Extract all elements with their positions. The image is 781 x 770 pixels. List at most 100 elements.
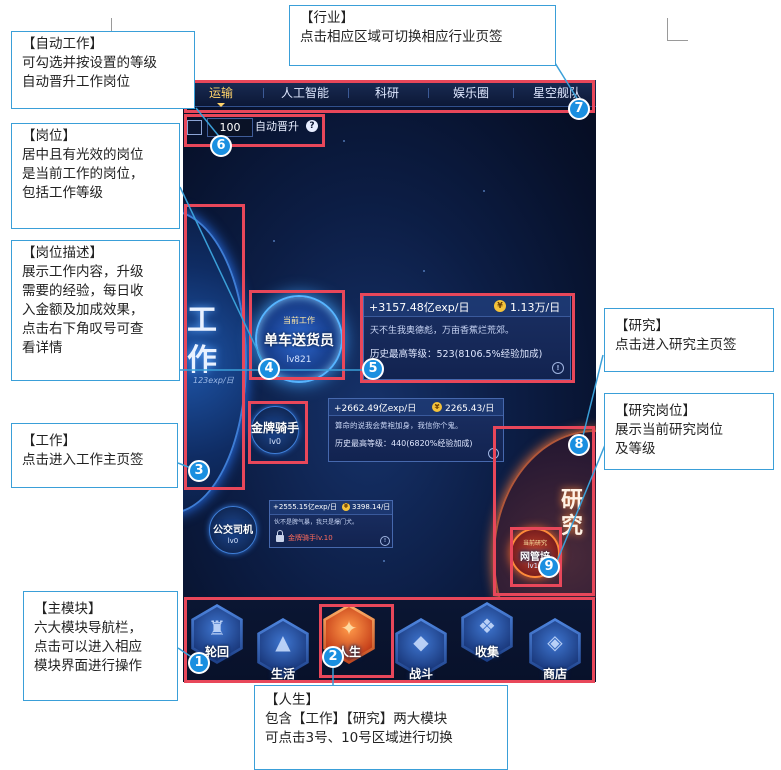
desc-header: +2555.15亿exp/日 ¥ 3398.14/日 (270, 501, 392, 515)
highlight-main-nav (184, 597, 595, 683)
nav-label: 收集 (474, 645, 499, 659)
shop-icon: ◈ (547, 630, 563, 654)
tab-research[interactable]: 科研 (374, 86, 399, 100)
lifepath-icon: ✦ (340, 616, 358, 640)
badge-5: 5 (362, 358, 384, 380)
highlight-life-nav (319, 604, 394, 678)
tab-divider (348, 88, 349, 98)
nav-life[interactable]: ▲ 生活 (255, 618, 311, 681)
current-job-name: 单车送货员 (264, 333, 334, 349)
desc-quote: 天不生我奥德彪，万亩香蕉烂荒郊。 (370, 326, 515, 336)
tab-divider (513, 88, 514, 98)
nav-collect[interactable]: ❖ 收集 (459, 602, 515, 662)
locked-job-description: +2555.15亿exp/日 ¥ 3398.14/日 伙不是脾气暴，我只是爆门犬… (269, 500, 393, 548)
callout-body: 点击相应区域可切换相应行业页签 (300, 29, 503, 45)
coin-icon: ¥ (432, 402, 442, 412)
desc-history: 历史最高等级：523(8106.5%经验加成) (370, 349, 543, 360)
collect-icon: ❖ (478, 614, 496, 638)
info-icon[interactable]: ! (552, 362, 564, 374)
help-icon[interactable]: ? (306, 120, 318, 132)
desc-exp: +3157.48亿exp/日 (369, 301, 470, 314)
desc-header: +2662.49亿exp/日 ¥ 2265.43/日 (329, 399, 503, 416)
tab-divider (428, 88, 429, 98)
research-job-name: 网管培 (520, 552, 550, 563)
callout-body: 可勾选并按设置的等级 自动晋升工作岗位 (22, 55, 157, 90)
life-icon: ▲ (275, 630, 291, 654)
callout-body: 展示工作内容，升级 需要的经验，每日收 入金额及加成效果， 点击右下角叹号可查 … (22, 264, 144, 356)
callout-title: 【主模块】 (34, 601, 102, 617)
highlight-job-description (360, 293, 575, 383)
badge-7: 7 (568, 98, 590, 120)
callout-title: 【岗位】 (22, 128, 76, 144)
desc-exp: +2555.15亿exp/日 (273, 503, 337, 511)
tab-starfleet[interactable]: 星空舰队 (532, 86, 581, 100)
connector-line (195, 107, 223, 141)
work-title-char: 工 (187, 303, 217, 338)
research-job-tag: 当前研究 (522, 540, 547, 547)
callout-title: 【行业】 (300, 10, 354, 26)
callout-main-module: 【主模块】 六大模块导航栏， 点击可以进入相应 模块界面进行操作 (23, 591, 178, 701)
callout-body: 包含【工作】【研究】两大模块 可点击3号、10号区域进行切换 (265, 711, 453, 746)
highlight-research-module (493, 426, 595, 596)
callout-industry: 【行业】 点击相应区域可切换相应行业页签 (289, 5, 556, 66)
tab-transport[interactable]: 运输 (193, 83, 249, 107)
callout-position: 【岗位】 居中且有光效的岗位 是当前工作的岗位， 包括工作等级 (11, 123, 180, 229)
auto-promote-label: 自动晋升 (255, 120, 299, 133)
callout-body: 点击进入工作主页签 (22, 452, 144, 468)
desc-income: 2265.43/日 (445, 404, 495, 414)
connector-line (581, 354, 604, 441)
connector-line (554, 62, 579, 101)
callout-title: 【工作】 (22, 433, 76, 449)
nav-label: 轮回 (204, 645, 229, 659)
connector-line (554, 444, 606, 567)
callout-body: 点击进入研究主页签 (615, 337, 737, 353)
tab-divider (263, 88, 264, 98)
badge-4: 4 (258, 358, 280, 380)
star-dot (343, 140, 345, 142)
lock-requirement: 金牌骑手lv.10 (288, 534, 333, 542)
work-title-char: 作 (187, 343, 217, 378)
current-job-level: lv821 (286, 355, 312, 365)
callout-title: 【研究岗位】 (615, 403, 696, 419)
lock-icon (276, 530, 284, 542)
connector-line (179, 186, 263, 361)
locked-job-level: lv0 (227, 537, 239, 545)
industry-tab-bar: 运输 人工智能 科研 娱乐圈 星空舰队 (183, 80, 596, 107)
star-dot (383, 560, 385, 562)
desc-income: 3398.14/日 (352, 503, 391, 511)
tab-ai[interactable]: 人工智能 (280, 86, 329, 100)
badge-3: 3 (188, 460, 210, 482)
callout-title: 【自动工作】 (22, 36, 103, 52)
auto-promote-checkbox[interactable] (187, 120, 202, 135)
badge-8: 8 (568, 434, 590, 456)
callout-body: 展示当前研究岗位 及等级 (615, 422, 723, 457)
info-icon[interactable]: ! (380, 536, 390, 546)
next-job-node[interactable]: 金牌骑手 lv0 (251, 406, 299, 454)
tab-entertainment[interactable]: 娱乐圈 (452, 86, 489, 100)
nav-battle[interactable]: ◆ 战斗 (393, 618, 449, 681)
research-title-char: 研 (561, 488, 584, 513)
callout-work: 【工作】 点击进入工作主页签 (11, 423, 178, 488)
callout-life: 【人生】 包含【工作】【研究】两大模块 可点击3号、10号区域进行切换 (254, 685, 508, 770)
auto-promote-level-input[interactable]: 100 (207, 118, 253, 137)
current-job-tag: 当前工作 (283, 316, 315, 325)
next-job-name: 金牌骑手 (250, 421, 299, 435)
game-screen: 运输 人工智能 科研 娱乐圈 星空舰队 100 自动晋升 ? 工 作 123ex… (183, 80, 596, 682)
star-dot (483, 190, 485, 192)
callout-title: 【人生】 (265, 692, 319, 708)
nav-label: 商店 (542, 667, 567, 681)
research-job-level: lv14 (527, 562, 543, 570)
locked-job-name: 公交司机 (213, 525, 253, 536)
badge-6: 6 (210, 135, 232, 157)
coin-icon: ¥ (342, 503, 350, 511)
desc-quote: 伙不是脾气暴，我只是爆门犬。 (274, 519, 359, 526)
callout-body: 六大模块导航栏， 点击可以进入相应 模块界面进行操作 (34, 620, 142, 674)
nav-label: 战斗 (408, 667, 433, 681)
nav-hex-fill (532, 621, 578, 675)
locked-job-node[interactable]: 公交司机 lv0 (209, 506, 257, 554)
nav-shop[interactable]: ◈ 商店 (527, 618, 583, 681)
next-job-description: +2662.49亿exp/日 ¥ 2265.43/日 算命的说我会黄袍加身，我信… (328, 398, 504, 462)
desc-income: 1.13万/日 (510, 301, 561, 314)
callout-auto-work: 【自动工作】 可勾选并按设置的等级 自动晋升工作岗位 (11, 31, 195, 109)
